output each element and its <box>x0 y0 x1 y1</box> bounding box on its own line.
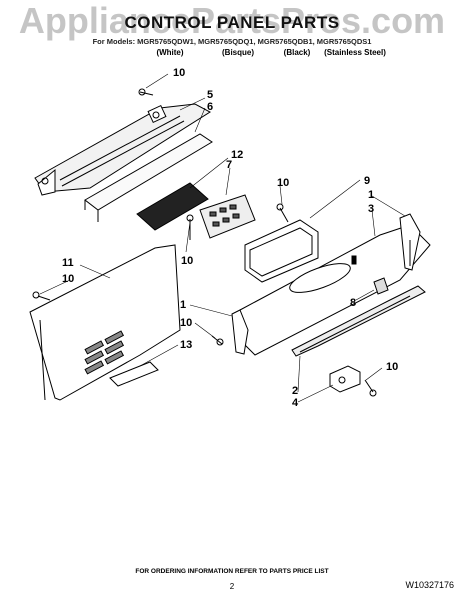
callout-8: 8 <box>350 297 356 309</box>
insulation-strip-part <box>109 361 159 387</box>
page-number: 2 <box>229 582 235 591</box>
electronic-control-part <box>199 194 256 239</box>
mounting-bracket-part <box>329 365 361 393</box>
callout-6: 6 <box>207 101 213 113</box>
callout-9: 9 <box>364 175 370 187</box>
callout-10: 10 <box>62 273 74 285</box>
callout-4: 4 <box>292 397 299 409</box>
callout-13: 13 <box>180 339 192 351</box>
callout-10: 10 <box>180 317 192 329</box>
rear-panel-part <box>34 103 211 196</box>
callout-10: 10 <box>173 67 185 79</box>
control-panel-part <box>239 224 431 356</box>
page-title: CONTROL PANEL PARTS <box>124 13 340 32</box>
callout-1: 1 <box>368 189 374 201</box>
models-line: For Models: MGR5765QDW1, MGR5765QDQ1, MG… <box>92 37 372 46</box>
gasket-part <box>136 182 209 231</box>
callout-10: 10 <box>181 255 193 267</box>
callout-10: 10 <box>386 361 398 373</box>
callout-2: 2 <box>292 385 298 397</box>
callout-12: 12 <box>231 149 243 161</box>
screw-part <box>364 379 377 397</box>
rear-cover-part <box>29 244 181 401</box>
screw-part <box>32 291 51 301</box>
display-window-part <box>244 219 319 283</box>
screw-part <box>138 88 154 96</box>
callout-1: 1 <box>180 299 186 311</box>
callout-5: 5 <box>207 89 213 101</box>
callout-7: 7 <box>226 159 232 171</box>
screw-part <box>276 203 289 223</box>
bracket-strip-part <box>84 133 213 222</box>
ordering-footer: FOR ORDERING INFORMATION REFER TO PARTS … <box>135 568 329 575</box>
end-cap-part <box>231 309 249 355</box>
document-number: W10327176 <box>405 580 454 590</box>
trim-part <box>291 285 426 357</box>
column-white: (White) <box>156 48 184 57</box>
callout-3: 3 <box>368 203 374 215</box>
end-cap-part <box>399 213 421 271</box>
watermark-text: AppliancePartsPros.com <box>18 0 446 41</box>
column-stainless: (Stainless Steel) <box>324 48 386 57</box>
column-black: (Black) <box>283 48 311 57</box>
clip-part <box>373 277 389 295</box>
callout-11: 11 <box>62 257 74 269</box>
callout-10: 10 <box>277 177 289 189</box>
column-bisque: (Bisque) <box>222 48 254 57</box>
